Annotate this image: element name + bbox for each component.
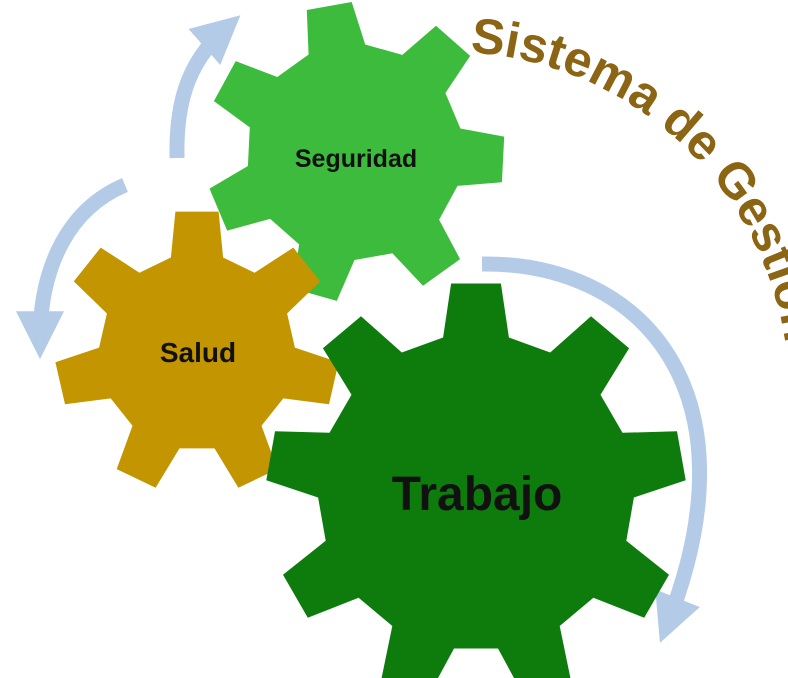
gear-salud-shape: [55, 211, 339, 488]
gear-salud: Salud: [55, 211, 339, 488]
diagram-title: Sistema de Gestión: [469, 7, 788, 345]
gear-trabajo-shape: [266, 283, 686, 678]
gear-seguridad-shape: [209, 2, 505, 301]
gear-seguridad-label: Seguridad: [295, 145, 417, 173]
gear-seguridad: Seguridad: [209, 2, 505, 301]
cycle-arrow-top: [169, 15, 241, 159]
gear-trabajo: Trabajo: [266, 283, 686, 678]
diagram-title-path-text: Sistema de Gestión: [469, 7, 788, 345]
gear-salud-label: Salud: [160, 337, 236, 368]
cycle-arrow-left: [16, 178, 129, 360]
gear-trabajo-label: Trabajo: [392, 468, 563, 521]
cycle-arrow-right: [481, 256, 708, 643]
